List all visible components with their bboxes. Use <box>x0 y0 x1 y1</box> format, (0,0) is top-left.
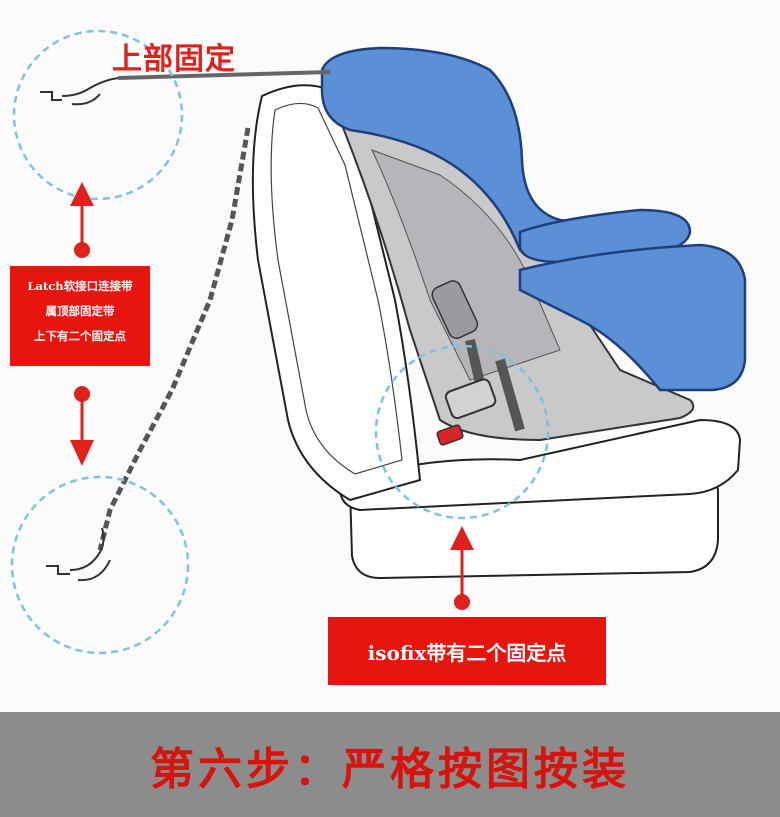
latch-lower-strap <box>97 127 251 551</box>
arrow-up-icon <box>70 182 94 258</box>
buckle-icon <box>444 378 497 420</box>
step-footer-banner: 第六步：严格按图按装 <box>0 712 780 817</box>
vehicle-seat-backrest-inner <box>270 102 403 475</box>
lower-anchor-highlight-circle <box>10 475 190 655</box>
isofix-label: isofix带有二个固定点 <box>367 640 567 665</box>
child-seat-headrest-pad <box>320 46 684 252</box>
latch-info-box: Latch软接口连接带 属顶部固定带 上下有二个固定点 <box>10 266 150 366</box>
step-title: 第六步：严格按图按装 <box>150 743 630 795</box>
top-tether-strap <box>117 70 331 80</box>
latch-line-3: 上下有二个固定点 <box>34 329 126 343</box>
latch-line-2: 属顶部固定带 <box>45 304 115 318</box>
isofix-highlight-circle <box>374 344 550 520</box>
buckle-release-button <box>436 424 464 446</box>
child-seat-cushion-pad <box>518 243 747 392</box>
isofix-arrow-up-icon <box>450 526 474 610</box>
top-anchor-label: 上部固定 <box>112 42 236 77</box>
car-seat-drawing <box>10 29 747 655</box>
arrow-down-icon <box>70 386 94 466</box>
isofix-info-box: isofix带有二个固定点 <box>328 617 606 685</box>
vehicle-seat-cushion-top <box>338 418 742 512</box>
tether-hook-icon <box>40 77 119 106</box>
top-anchor-highlight-circle <box>12 29 184 201</box>
lower-anchor-hook-icon <box>46 527 111 582</box>
latch-line-1: Latch软接口连接带 <box>27 279 133 293</box>
car-seat-illustration: 上部固定 Latch软接口连接带 属顶部固定带 上下有二个固定点 isofix带… <box>10 29 747 685</box>
belt-guide-slot <box>431 280 479 339</box>
